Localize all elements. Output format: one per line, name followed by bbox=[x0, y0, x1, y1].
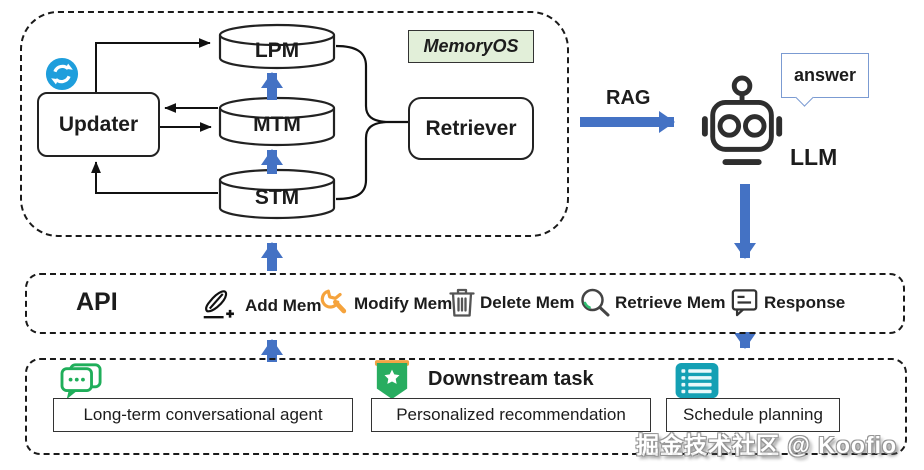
stm-label: STM bbox=[254, 186, 300, 209]
rag-label: RAG bbox=[606, 87, 651, 109]
api-item-label: Delete Mem bbox=[480, 292, 575, 312]
api-item-modify-mem: Modify Mem bbox=[317, 288, 452, 319]
watermark: 掘金技术社区 @ Koofio bbox=[636, 432, 898, 458]
task-label: Personalized recommendation bbox=[396, 405, 626, 424]
api-item-retrieve-mem: Retrieve Mem bbox=[580, 287, 726, 318]
speech-lines-icon bbox=[731, 289, 758, 317]
sync-icon bbox=[45, 57, 79, 91]
retriever-label: Retriever bbox=[425, 116, 517, 140]
star-badge-icon bbox=[374, 360, 410, 399]
api-title: API bbox=[76, 288, 118, 316]
schedule-list-icon bbox=[675, 362, 719, 399]
task-schedule-planning: Schedule planning bbox=[666, 398, 840, 432]
arrow-stm-to-updater bbox=[91, 161, 218, 194]
trash-icon bbox=[449, 288, 475, 317]
memory-cylinders bbox=[218, 23, 336, 220]
memoryos-title: MemoryOS bbox=[423, 36, 519, 56]
task-label: Schedule planning bbox=[683, 405, 823, 424]
arrow-updater-to-lpm bbox=[95, 38, 211, 92]
robot-icon bbox=[701, 75, 783, 166]
magnifier-icon bbox=[581, 288, 610, 317]
memoryos-container bbox=[20, 11, 569, 237]
updater-label: Updater bbox=[58, 112, 139, 136]
chat-bubbles-icon bbox=[60, 363, 102, 400]
retriever-box: Retriever bbox=[408, 97, 534, 160]
memoryos-title-box: MemoryOS bbox=[408, 30, 534, 63]
llm-label: LLM bbox=[790, 144, 838, 170]
task-personalized-recommendation: Personalized recommendation bbox=[371, 398, 651, 432]
downstream-title: Downstream task bbox=[428, 368, 594, 390]
task-label: Long-term conversational agent bbox=[83, 405, 323, 424]
api-item-response: Response bbox=[731, 287, 845, 318]
answer-label: answer bbox=[793, 65, 857, 85]
downstream-container bbox=[25, 358, 907, 455]
mtm-label: MTM bbox=[253, 113, 301, 136]
api-item-label: Modify Mem bbox=[354, 293, 453, 313]
api-item-add-mem: Add Mem bbox=[202, 288, 322, 324]
api-item-label: Retrieve Mem bbox=[615, 292, 726, 312]
updater-box: Updater bbox=[37, 92, 160, 157]
blue-arrows bbox=[260, 72, 757, 362]
lpm-label: LPM bbox=[254, 39, 300, 62]
answer-bubble: answer bbox=[781, 53, 869, 98]
api-item-delete-mem: Delete Mem bbox=[449, 287, 574, 318]
api-container bbox=[25, 273, 905, 334]
api-item-label: Add Mem bbox=[245, 296, 322, 315]
task-long-term-agent: Long-term conversational agent bbox=[53, 398, 353, 432]
api-item-label: Response bbox=[764, 292, 846, 312]
wrench-icon bbox=[320, 289, 347, 314]
pencil-plus-icon bbox=[203, 290, 234, 319]
